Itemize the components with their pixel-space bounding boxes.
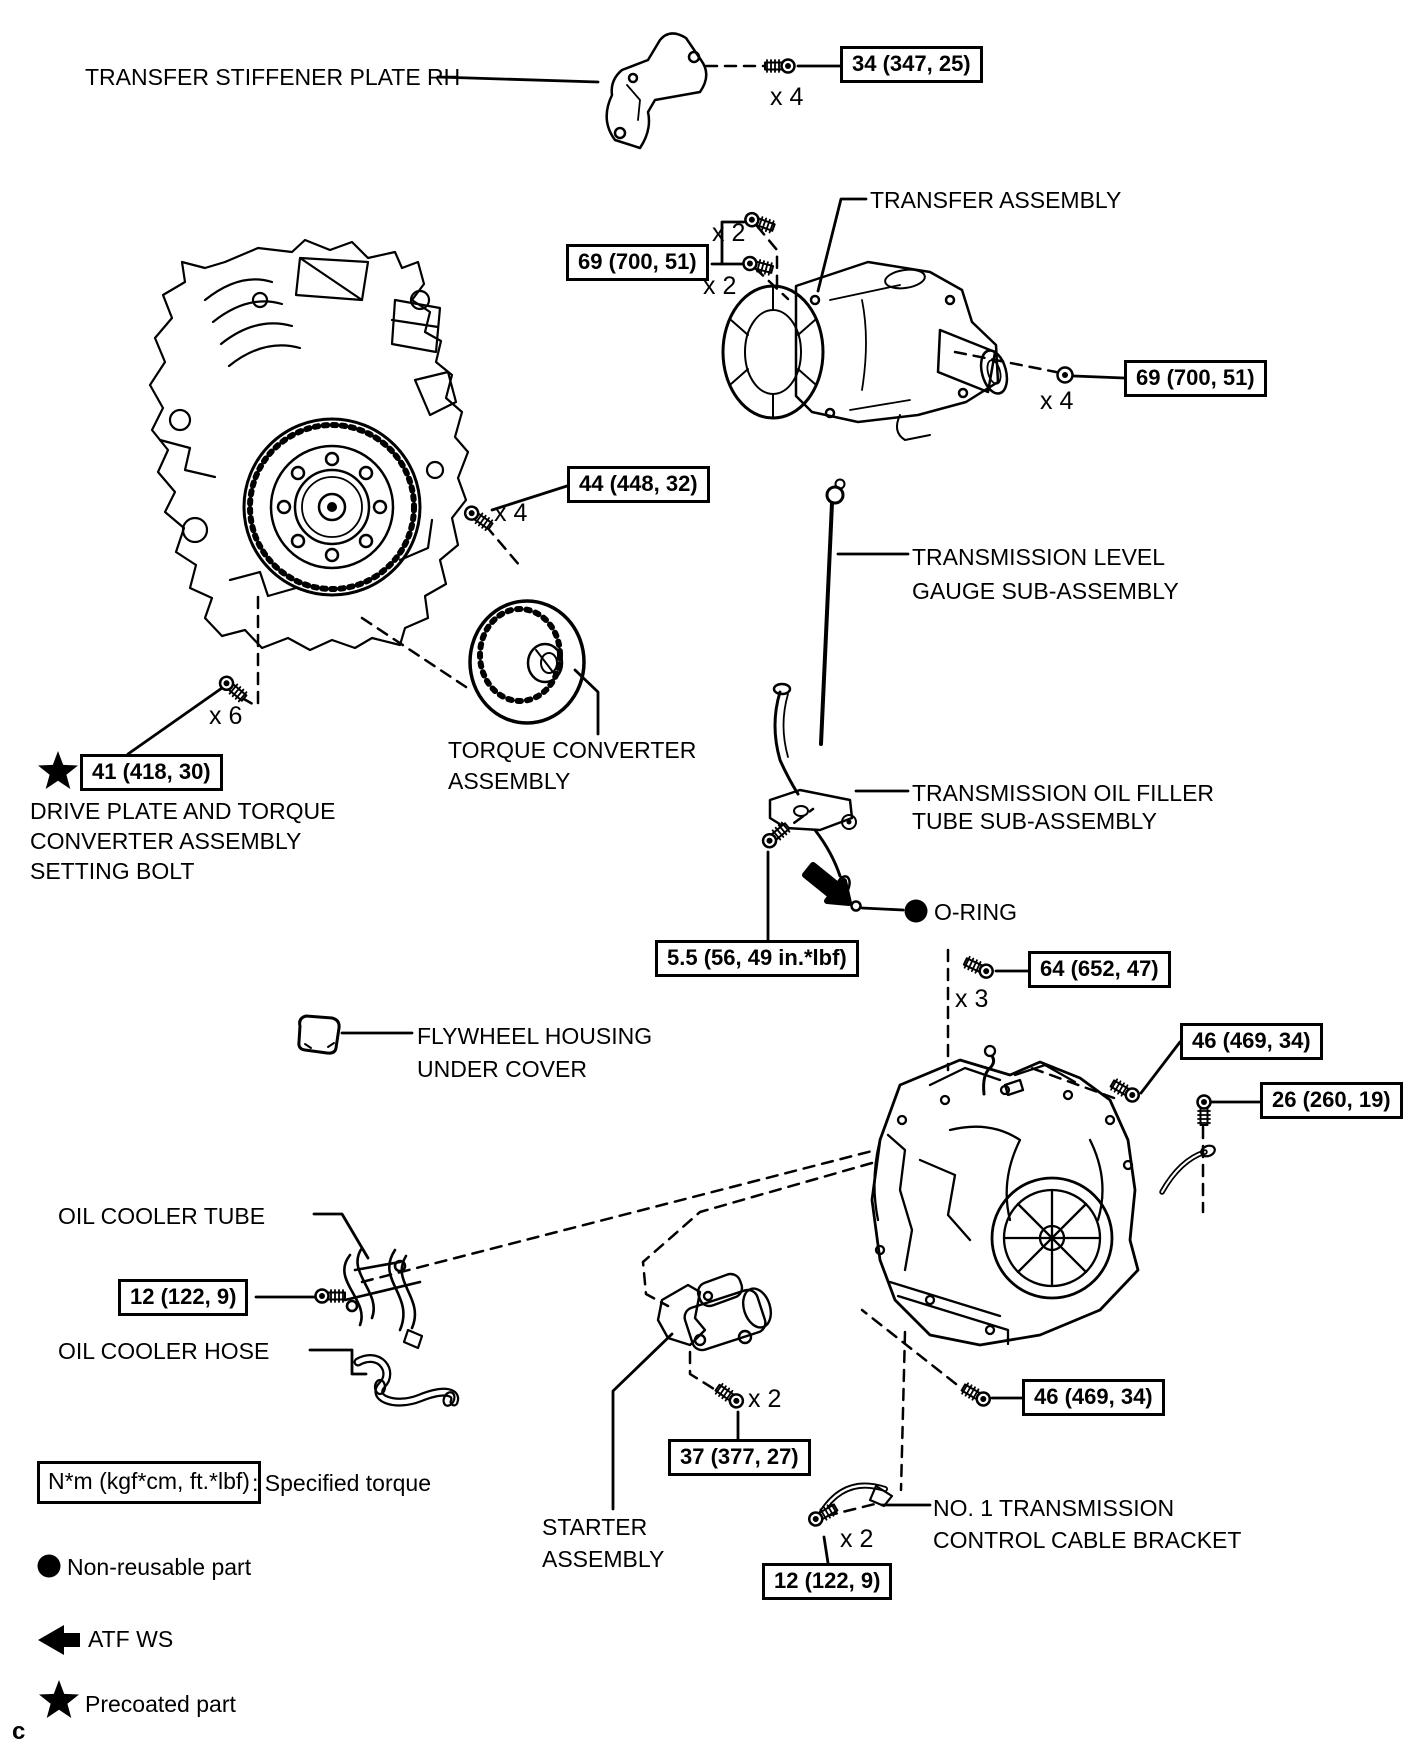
- qty-starter: x 2: [748, 1385, 782, 1413]
- torque-box-cable-bracket: 12 (122, 9): [762, 1563, 893, 1600]
- atf-arrow-icon: [38, 1625, 80, 1655]
- transfer-assembly-sketch: [721, 260, 1009, 441]
- non-reusable-dot-icon: [37, 1554, 61, 1578]
- qty-stiffener: x 4: [770, 83, 804, 111]
- precoated-star-icon: [36, 749, 80, 791]
- torque-box-bracket-upper: 46 (469, 34): [1180, 1023, 1323, 1060]
- legend-torque-caption: : Specified torque: [252, 1470, 432, 1496]
- bolt-icon: [961, 954, 997, 982]
- bolt-icon: [314, 1288, 347, 1304]
- under-cover-sketch: [297, 1014, 341, 1055]
- dashed-lines: [240, 64, 1205, 1518]
- torque-box-stiffener: 34 (347, 25): [840, 46, 983, 83]
- torque-box-bracket-lower: 46 (469, 34): [1022, 1379, 1165, 1416]
- qty-mount: x 3: [955, 985, 989, 1013]
- label-oil-cooler-tube: OIL COOLER TUBE: [58, 1203, 266, 1229]
- nut-icon: [1056, 366, 1074, 384]
- bolt-icon: [1107, 1076, 1143, 1106]
- atf-arrow-icon: [802, 862, 852, 906]
- torque-box-setting-bolt: 41 (418, 30): [80, 754, 223, 791]
- bolt-icon: [461, 502, 496, 533]
- torque-box-starter: 37 (377, 27): [668, 1439, 811, 1476]
- label-transfer-assembly: TRANSFER ASSEMBLY: [870, 187, 1122, 213]
- precoated-star-icon: [37, 1678, 81, 1720]
- torque-box-oil-cooler: 12 (122, 9): [118, 1279, 249, 1316]
- o-ring-dot-icon: [904, 899, 928, 923]
- torque-converter-sketch: [468, 599, 586, 725]
- stiffener-plate-sketch: [605, 32, 708, 150]
- bolt-icon: [1196, 1094, 1212, 1127]
- leader-lines: [126, 64, 1262, 1565]
- label-transfer-stiffener-plate: TRANSFER STIFFENER PLATE RH: [85, 64, 461, 90]
- torque-box-mount: 64 (652, 47): [1028, 951, 1171, 988]
- oil-cooler-tube-sketch: [343, 1246, 424, 1350]
- qty-drive-plate: x 4: [494, 499, 528, 527]
- qty-transfer-lower: x 4: [1040, 387, 1074, 415]
- legend-atf: ATF WS: [88, 1626, 174, 1652]
- oil-cooler-hose-sketch: [353, 1354, 460, 1407]
- qty-transfer-upper-a: x 2: [712, 219, 746, 247]
- bolt-icon: [712, 1381, 747, 1412]
- legend-torque-box: N*m (kgf*cm, ft.*lbf): [37, 1461, 261, 1504]
- qty-transfer-upper-b: x 2: [703, 272, 737, 300]
- legend-non-reusable: Non-reusable part: [67, 1554, 252, 1580]
- page-marker: c: [12, 1718, 26, 1745]
- torque-box-filler-tube: 5.5 (56, 49 in.*lbf): [655, 940, 859, 977]
- bolt-icon: [759, 819, 793, 852]
- starter-sketch: [656, 1272, 773, 1352]
- engine-sketch: [148, 238, 470, 652]
- qty-cable-bracket: x 2: [840, 1525, 874, 1553]
- bolt-icon: [740, 254, 776, 277]
- stay-part-sketch: [1159, 1144, 1216, 1195]
- label-oil-cooler-hose: OIL COOLER HOSE: [58, 1338, 270, 1364]
- label-o-ring: O-RING: [934, 899, 1018, 925]
- qty-setting-bolt: x 6: [209, 702, 243, 730]
- transaxle-sketch: [870, 1044, 1140, 1347]
- bolt-icon: [958, 1380, 994, 1410]
- torque-box-transfer-upper: 69 (700, 51): [566, 244, 709, 281]
- legend-precoated: Precoated part: [85, 1691, 236, 1717]
- torque-box-drive-plate: 44 (448, 32): [567, 466, 710, 503]
- level-gauge-sketch: [819, 478, 846, 746]
- torque-box-transfer-lower: 69 (700, 51): [1124, 360, 1267, 397]
- bolt-icon: [216, 672, 250, 705]
- bolt-icon: [763, 58, 796, 74]
- drive-plate-sketch: [242, 417, 422, 597]
- torque-box-stay: 26 (260, 19): [1260, 1082, 1403, 1119]
